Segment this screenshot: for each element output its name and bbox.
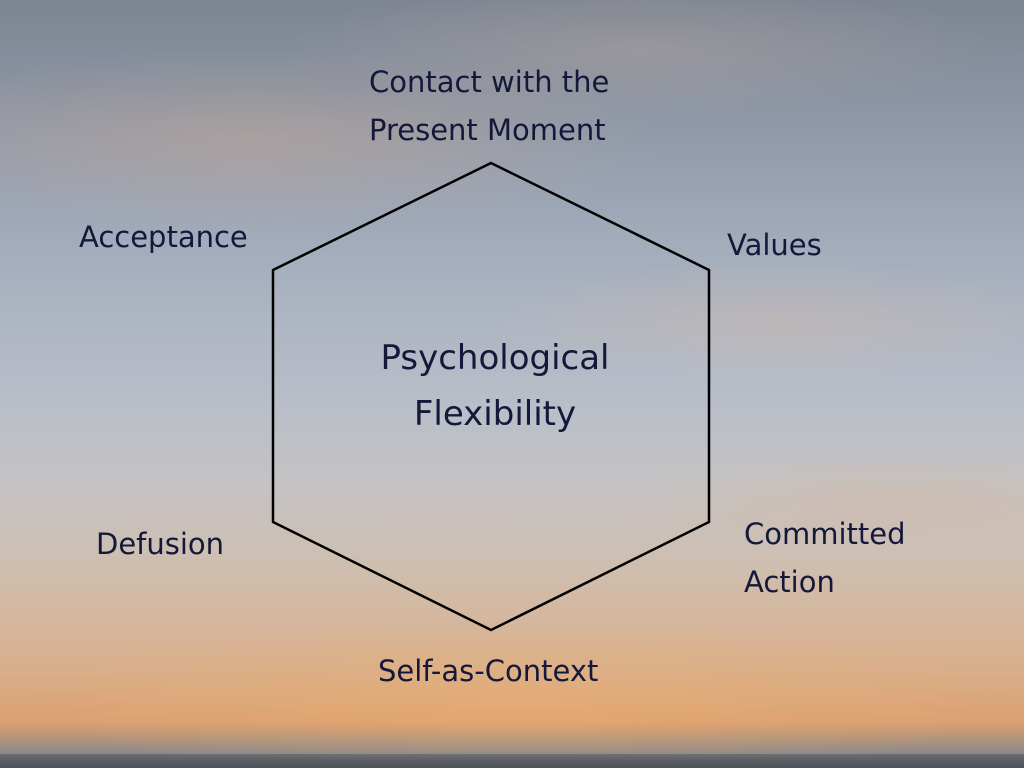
node-self-as-context: Self-as-Context: [378, 654, 599, 688]
hexagon-outline: [271, 161, 711, 632]
node-acceptance: Acceptance: [79, 220, 248, 254]
node-committed-action-line2: Action: [744, 565, 835, 599]
node-present-moment-line2: Present Moment: [369, 113, 606, 147]
node-present-moment-line1: Contact with the: [369, 65, 610, 99]
center-title-line2: Flexibility: [413, 394, 577, 434]
node-committed-action: Committed Action: [744, 510, 906, 606]
center-title: Psychological Flexibility: [355, 330, 635, 442]
horizon: [0, 754, 1024, 768]
center-title-line1: Psychological: [380, 338, 610, 378]
node-present-moment: Contact with the Present Moment: [369, 58, 609, 154]
node-defusion: Defusion: [96, 527, 225, 561]
node-committed-action-line1: Committed: [744, 517, 906, 551]
node-values: Values: [727, 228, 822, 262]
